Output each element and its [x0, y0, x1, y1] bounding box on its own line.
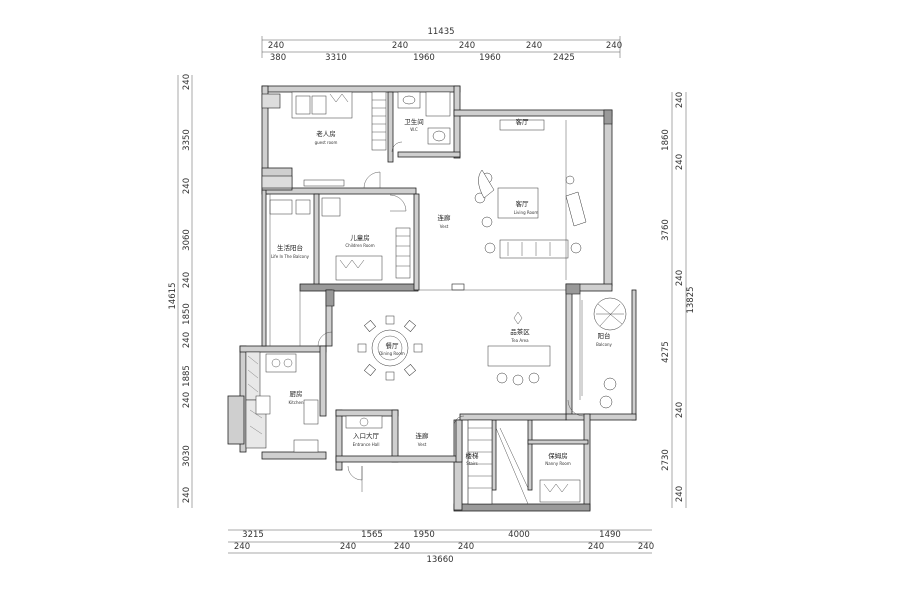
nanny-room-label-en: Nanny Room	[545, 461, 571, 466]
top-dim-7: 1960	[479, 53, 501, 63]
bottom-low-2: 240	[340, 542, 356, 552]
bottom-low-3: 240	[394, 542, 410, 552]
room-labels: 老人房 guest room 卫生间 W.C 客厅 客厅 Living Room…	[271, 117, 613, 466]
top-dim-2: 380	[270, 53, 286, 63]
top-dim-10: 240	[606, 41, 622, 51]
left-dim-3: 240	[182, 178, 192, 194]
vest-label-1: 连廊	[438, 213, 452, 222]
kitchen-label: 厨房	[290, 389, 303, 398]
right-dim-9: 240	[675, 486, 685, 502]
tea-area-furniture	[487, 311, 551, 386]
right-dim-5: 240	[675, 270, 685, 286]
entrance-hall-label: 入口大厅	[353, 431, 380, 440]
top-total-dim: 11435	[427, 27, 454, 37]
balcony-label-en: Balcony	[596, 342, 612, 347]
bottom-dim-1: 3215	[242, 530, 264, 540]
nanny-room-label: 保姆房	[548, 451, 568, 460]
left-dim-9: 240	[182, 392, 192, 408]
left-dim-4: 3060	[182, 229, 192, 251]
top-dim-4: 240	[392, 41, 408, 51]
left-dim-2: 3350	[182, 129, 192, 151]
top-dimensions: 11435 240 380 3310 240 1960 240 1960 240…	[261, 27, 622, 63]
life-balcony-label-en: Life In The Balcony	[271, 254, 310, 259]
life-balcony-label: 生活阳台	[277, 243, 303, 252]
right-dim-8: 2730	[661, 449, 671, 471]
bottom-dim-5: 1490	[599, 530, 621, 540]
dining-table	[357, 315, 423, 381]
children-room-label-en: Children Room	[345, 243, 374, 248]
kitchen-label-en: Kitchen	[288, 400, 303, 405]
dining-room-label: 餐厅	[386, 341, 400, 350]
wc-fixtures	[397, 91, 451, 145]
balcony-furniture	[581, 297, 627, 409]
right-dimensions: 13825 240 1860 240 3760 240 4275 240 273…	[661, 92, 696, 508]
vest-label-2: 连廊	[416, 431, 430, 440]
balcony-label: 阳台	[598, 331, 611, 340]
kitchen-furniture	[255, 353, 319, 453]
top-dim-9: 2425	[553, 53, 575, 63]
tea-area-label-en: Tea Area	[510, 338, 529, 343]
wc-label: 卫生间	[404, 117, 424, 126]
right-total-dim: 13825	[686, 286, 696, 313]
bottom-low-6: 240	[638, 542, 654, 552]
living-room-label-en: Living Room	[514, 210, 539, 215]
left-dim-10: 3030	[182, 445, 192, 467]
entrance-furniture	[345, 415, 581, 505]
wc-label-en: W.C	[410, 127, 418, 132]
tea-area-label: 品茶区	[510, 327, 530, 336]
dining-room-label-en: Dining Room	[379, 351, 405, 356]
right-dim-4: 3760	[661, 219, 671, 241]
entrance-hall-label-en: Entrance Hall	[353, 442, 380, 447]
stairs-label-en: Stairs	[466, 461, 477, 466]
top-dim-6: 240	[459, 41, 475, 51]
left-dim-1: 240	[182, 74, 192, 90]
right-dim-6: 4275	[661, 341, 671, 363]
doors	[317, 141, 585, 492]
bottom-dim-3: 1950	[413, 530, 435, 540]
top-dim-8: 240	[526, 41, 542, 51]
left-dim-8: 1885	[182, 365, 192, 387]
left-dimensions: 14615 240 3350 240 3060 240 1850 240 188…	[168, 74, 193, 508]
living-furniture	[474, 119, 587, 259]
left-dim-6: 1850	[182, 303, 192, 325]
top-dim-1: 240	[268, 41, 284, 51]
left-dim-11: 240	[182, 487, 192, 503]
vest-label-1-en: Vest	[440, 224, 449, 229]
right-dim-2: 1860	[661, 129, 671, 151]
right-dim-3: 240	[675, 154, 685, 170]
walls	[227, 85, 637, 512]
stairs-label: 楼梯	[466, 451, 480, 460]
column-hatching	[245, 93, 613, 505]
top-dim-5: 1960	[413, 53, 435, 63]
bottom-low-4: 240	[458, 542, 474, 552]
interior-lines	[265, 120, 581, 400]
bottom-dim-2: 1565	[361, 530, 383, 540]
living-top-label: 客厅	[516, 117, 530, 126]
bottom-total-dim: 13660	[426, 555, 453, 565]
guest-room-label: 老人房	[316, 129, 336, 138]
children-furniture	[269, 197, 411, 281]
right-dim-1: 240	[675, 92, 685, 108]
left-dim-5: 240	[182, 272, 192, 288]
right-dim-7: 240	[675, 402, 685, 418]
top-dim-3: 3310	[325, 53, 347, 63]
left-dim-7: 240	[182, 332, 192, 348]
bottom-dimensions: 3215 1565 1950 4000 1490 240 240 240 240…	[228, 529, 654, 565]
guest-room-label-en: guest room	[315, 140, 338, 145]
bottom-dim-4: 4000	[508, 530, 530, 540]
left-total-dim: 14615	[168, 282, 178, 309]
guest-bed	[291, 91, 387, 187]
bottom-low-5: 240	[588, 542, 604, 552]
living-room-label: 客厅	[516, 199, 530, 208]
vest-label-2-en: Vest	[418, 442, 427, 447]
children-room-label: 儿童房	[350, 233, 370, 242]
bottom-low-1: 240	[234, 542, 250, 552]
